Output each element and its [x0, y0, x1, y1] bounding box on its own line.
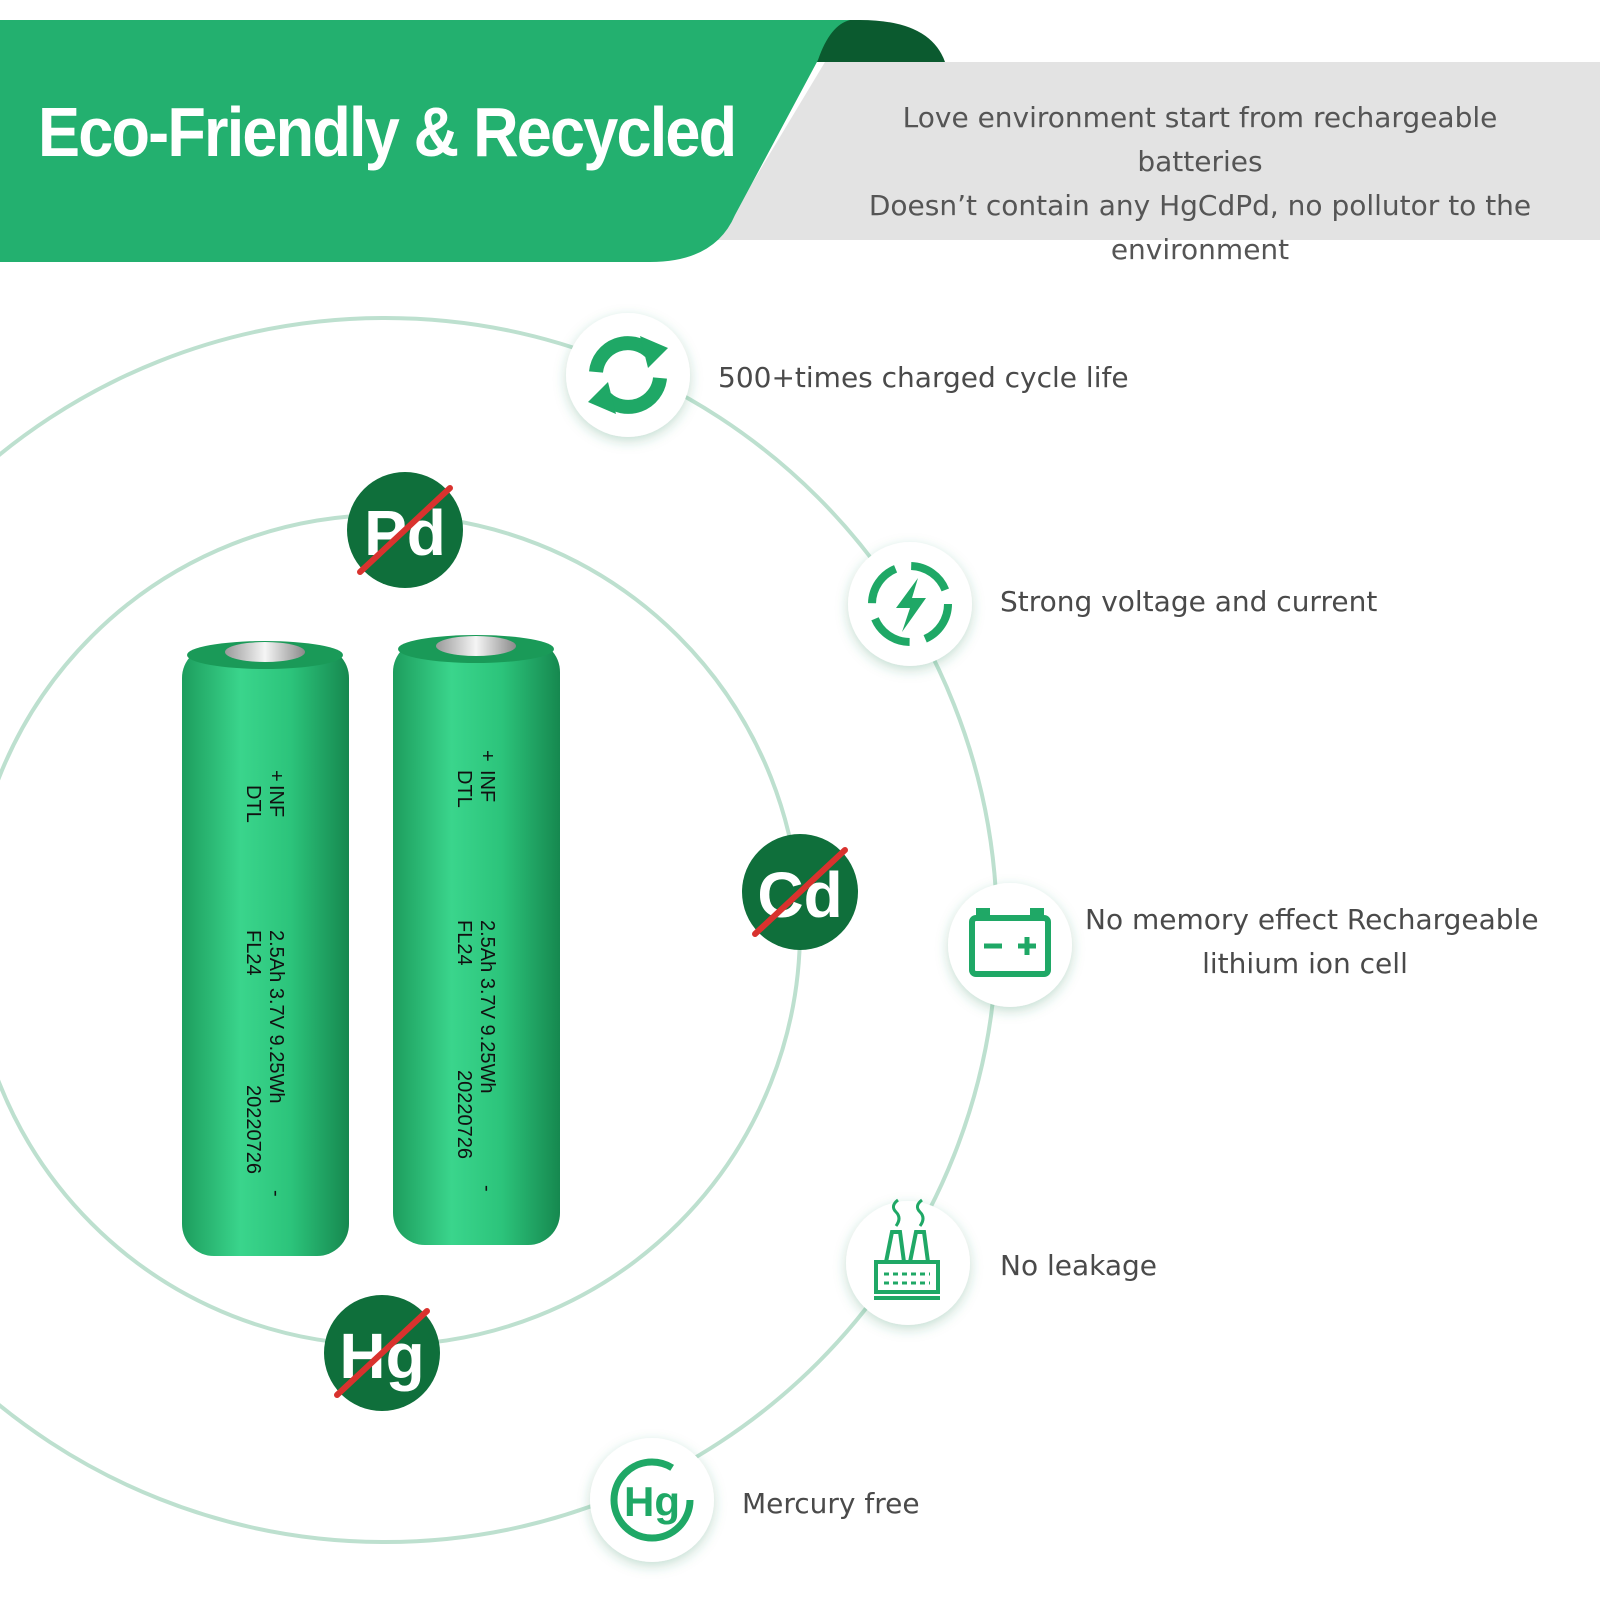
- battery-left: + INF DTL 2.5Ah 3.7V 9.25Wh FL24 2022072…: [182, 641, 349, 1256]
- feature-no-memory: No memory effect Rechargeable lithium io…: [1085, 898, 1539, 986]
- battery-left-dtl: DTL: [242, 785, 264, 823]
- title-band: [0, 20, 850, 262]
- tagline-line-3: environment: [1110, 233, 1290, 266]
- page-title: Eco-Friendly & Recycled: [38, 93, 737, 171]
- feature-cycle-life-label: 500+times charged cycle life: [718, 361, 1129, 394]
- battery-right-plus: +: [476, 750, 498, 762]
- tagline-band: [718, 62, 1600, 240]
- battery-right-code: FL24: [453, 920, 475, 966]
- battery-right-inf: INF: [476, 770, 498, 802]
- battery-left-code: FL24: [242, 930, 264, 976]
- hg-banned-badge: Hg: [324, 1295, 440, 1411]
- battery-left-spec: 2.5Ah 3.7V 9.25Wh: [265, 930, 287, 1103]
- battery-left-minus: -: [265, 1190, 287, 1197]
- mercury-hg-icon: Hg: [590, 1438, 714, 1562]
- factory-icon: [846, 1198, 970, 1325]
- feature-mercury-free: Mercury free: [742, 1482, 920, 1526]
- battery-right-minus: -: [476, 1185, 498, 1192]
- battery-left-plus: +: [265, 770, 287, 782]
- cd-banned-badge: Cd: [742, 834, 858, 950]
- feature-no-memory-label-2: lithium ion cell: [1202, 947, 1408, 980]
- battery-left-inf: INF: [265, 785, 287, 817]
- battery-icon: [948, 883, 1072, 1007]
- lightning-bolt-icon: [848, 542, 972, 666]
- recycle-arrows-icon: [566, 313, 690, 437]
- feature-voltage: Strong voltage and current: [1000, 580, 1377, 624]
- feature-no-leakage: No leakage: [1000, 1244, 1157, 1288]
- tagline-line-2: Doesn’t contain any HgCdPd, no pollutor …: [868, 189, 1532, 222]
- battery-right-dtl: DTL: [453, 770, 475, 808]
- mercury-icon-text: Hg: [624, 1478, 680, 1525]
- feature-no-leakage-label: No leakage: [1000, 1249, 1158, 1282]
- feature-voltage-label: Strong voltage and current: [1000, 585, 1378, 618]
- pd-banned-badge: Pd: [347, 472, 463, 588]
- feature-cycle-life: 500+times charged cycle life: [718, 356, 1129, 400]
- battery-right-spec: 2.5Ah 3.7V 9.25Wh: [476, 920, 498, 1093]
- battery-right: + INF DTL 2.5Ah 3.7V 9.25Wh FL24 2022072…: [393, 635, 560, 1245]
- tagline: Love environment start from rechargeable…: [840, 96, 1560, 272]
- feature-mercury-free-label: Mercury free: [742, 1487, 920, 1520]
- tagline-line-1: Love environment start from rechargeable…: [902, 101, 1498, 178]
- battery-right-date: 20220726: [453, 1070, 475, 1159]
- battery-left-date: 20220726: [242, 1085, 264, 1174]
- feature-no-memory-label-1: No memory effect Rechargeable: [1085, 903, 1539, 936]
